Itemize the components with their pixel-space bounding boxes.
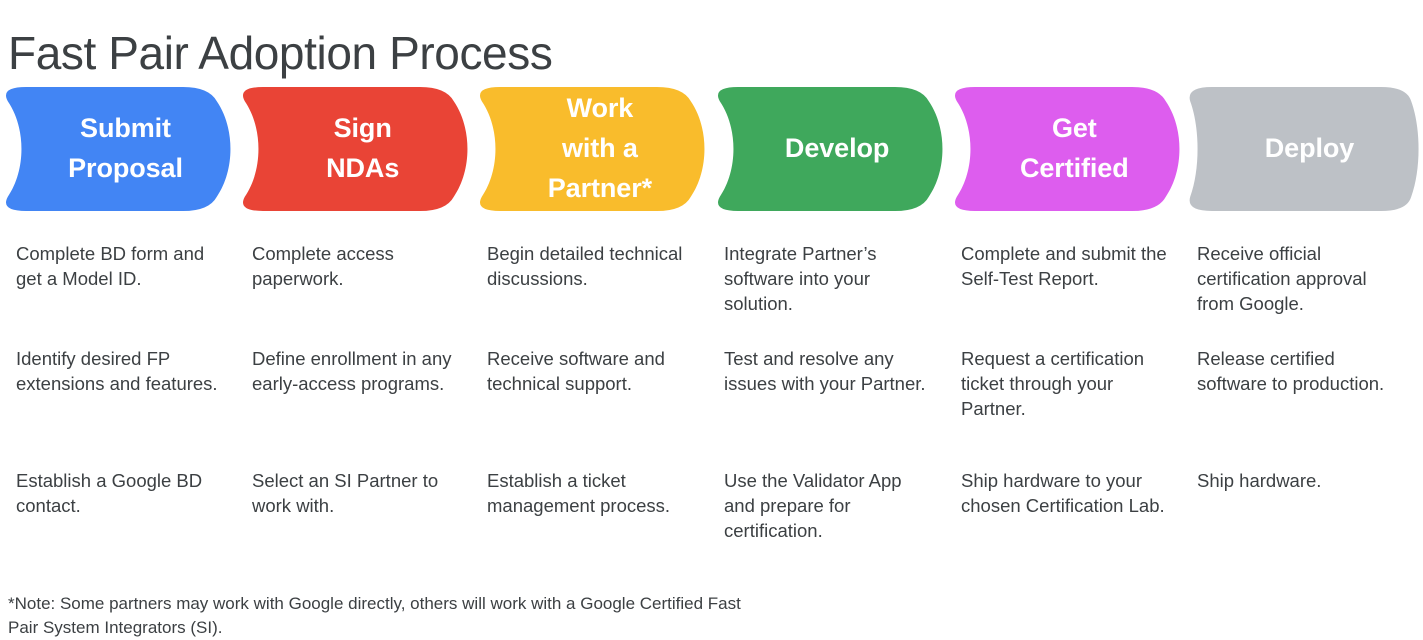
detail-item: Select an SI Partner to work with. xyxy=(252,470,439,517)
detail-item: Release certified software to production… xyxy=(1197,348,1385,395)
chevron-label-develop: Develop xyxy=(784,133,890,164)
chevron-step-work-with-a-partner[interactable]: Work with a Partner* xyxy=(474,87,709,211)
detail-item: Establish a ticket management process. xyxy=(487,470,671,517)
detail-item: Ship hardware. xyxy=(1197,470,1322,491)
chevron-shape-deploy xyxy=(1189,87,1419,211)
chevron-shape-sign-ndas xyxy=(243,87,468,211)
chevron-step-deploy[interactable]: Deploy xyxy=(1186,87,1421,211)
detail-item: Define enrollment in any early-access pr… xyxy=(252,348,452,395)
chevron-step-sign-ndas[interactable]: Sign NDAs xyxy=(237,87,472,211)
detail-item: Test and resolve any issues with your Pa… xyxy=(724,348,926,395)
detail-item: Receive software and technical support. xyxy=(487,348,665,395)
chevron-shape-work-with-a-partner xyxy=(480,87,705,211)
detail-item: Complete and submit the Self-Test Report… xyxy=(961,243,1167,290)
detail-item: Complete access paperwork. xyxy=(252,243,394,290)
chevron-label-get-certified: Get Certified xyxy=(1019,113,1129,183)
process-chevron-banner: Submit Proposal Sign NDAs Work with a Part… xyxy=(0,87,1423,211)
detail-item: Establish a Google BD contact. xyxy=(16,470,203,517)
detail-item: Identify desired FP extensions and featu… xyxy=(16,348,218,395)
chevron-shape-submit-proposal xyxy=(6,87,231,211)
detail-item: Request a certification ticket through y… xyxy=(961,348,1145,420)
page-title: Fast Pair Adoption Process xyxy=(8,26,553,79)
chevron-shape-get-certified xyxy=(954,87,1180,211)
chevron-label-deploy: Deploy xyxy=(1264,133,1355,164)
chevron-step-develop[interactable]: Develop xyxy=(712,87,947,211)
chevron-shape-develop xyxy=(717,87,943,211)
chevron-label-work-with-a-partner: Work with a Partner* xyxy=(547,93,653,203)
detail-item: Use the Validator App and prepare for ce… xyxy=(724,470,902,542)
chevron-label-submit-proposal: Submit Proposal xyxy=(68,113,183,183)
detail-item: Complete BD form and get a Model ID. xyxy=(16,243,205,290)
footnote-note: *Note: Some partners may work with Googl… xyxy=(8,594,741,637)
detail-item: Ship hardware to your chosen Certificati… xyxy=(961,470,1165,517)
detail-item: Integrate Partner’s software into your s… xyxy=(724,243,877,315)
chevron-step-submit-proposal[interactable]: Submit Proposal xyxy=(0,87,235,211)
chevron-step-get-certified[interactable]: Get Certified xyxy=(949,87,1184,211)
chevron-label-sign-ndas: Sign NDAs xyxy=(326,113,400,183)
detail-item: Begin detailed technical discussions. xyxy=(487,243,683,290)
process-detail-columns: Complete BD form and get a Model ID. Iden… xyxy=(0,241,1423,561)
detail-item: Receive official certification approval … xyxy=(1197,243,1367,315)
